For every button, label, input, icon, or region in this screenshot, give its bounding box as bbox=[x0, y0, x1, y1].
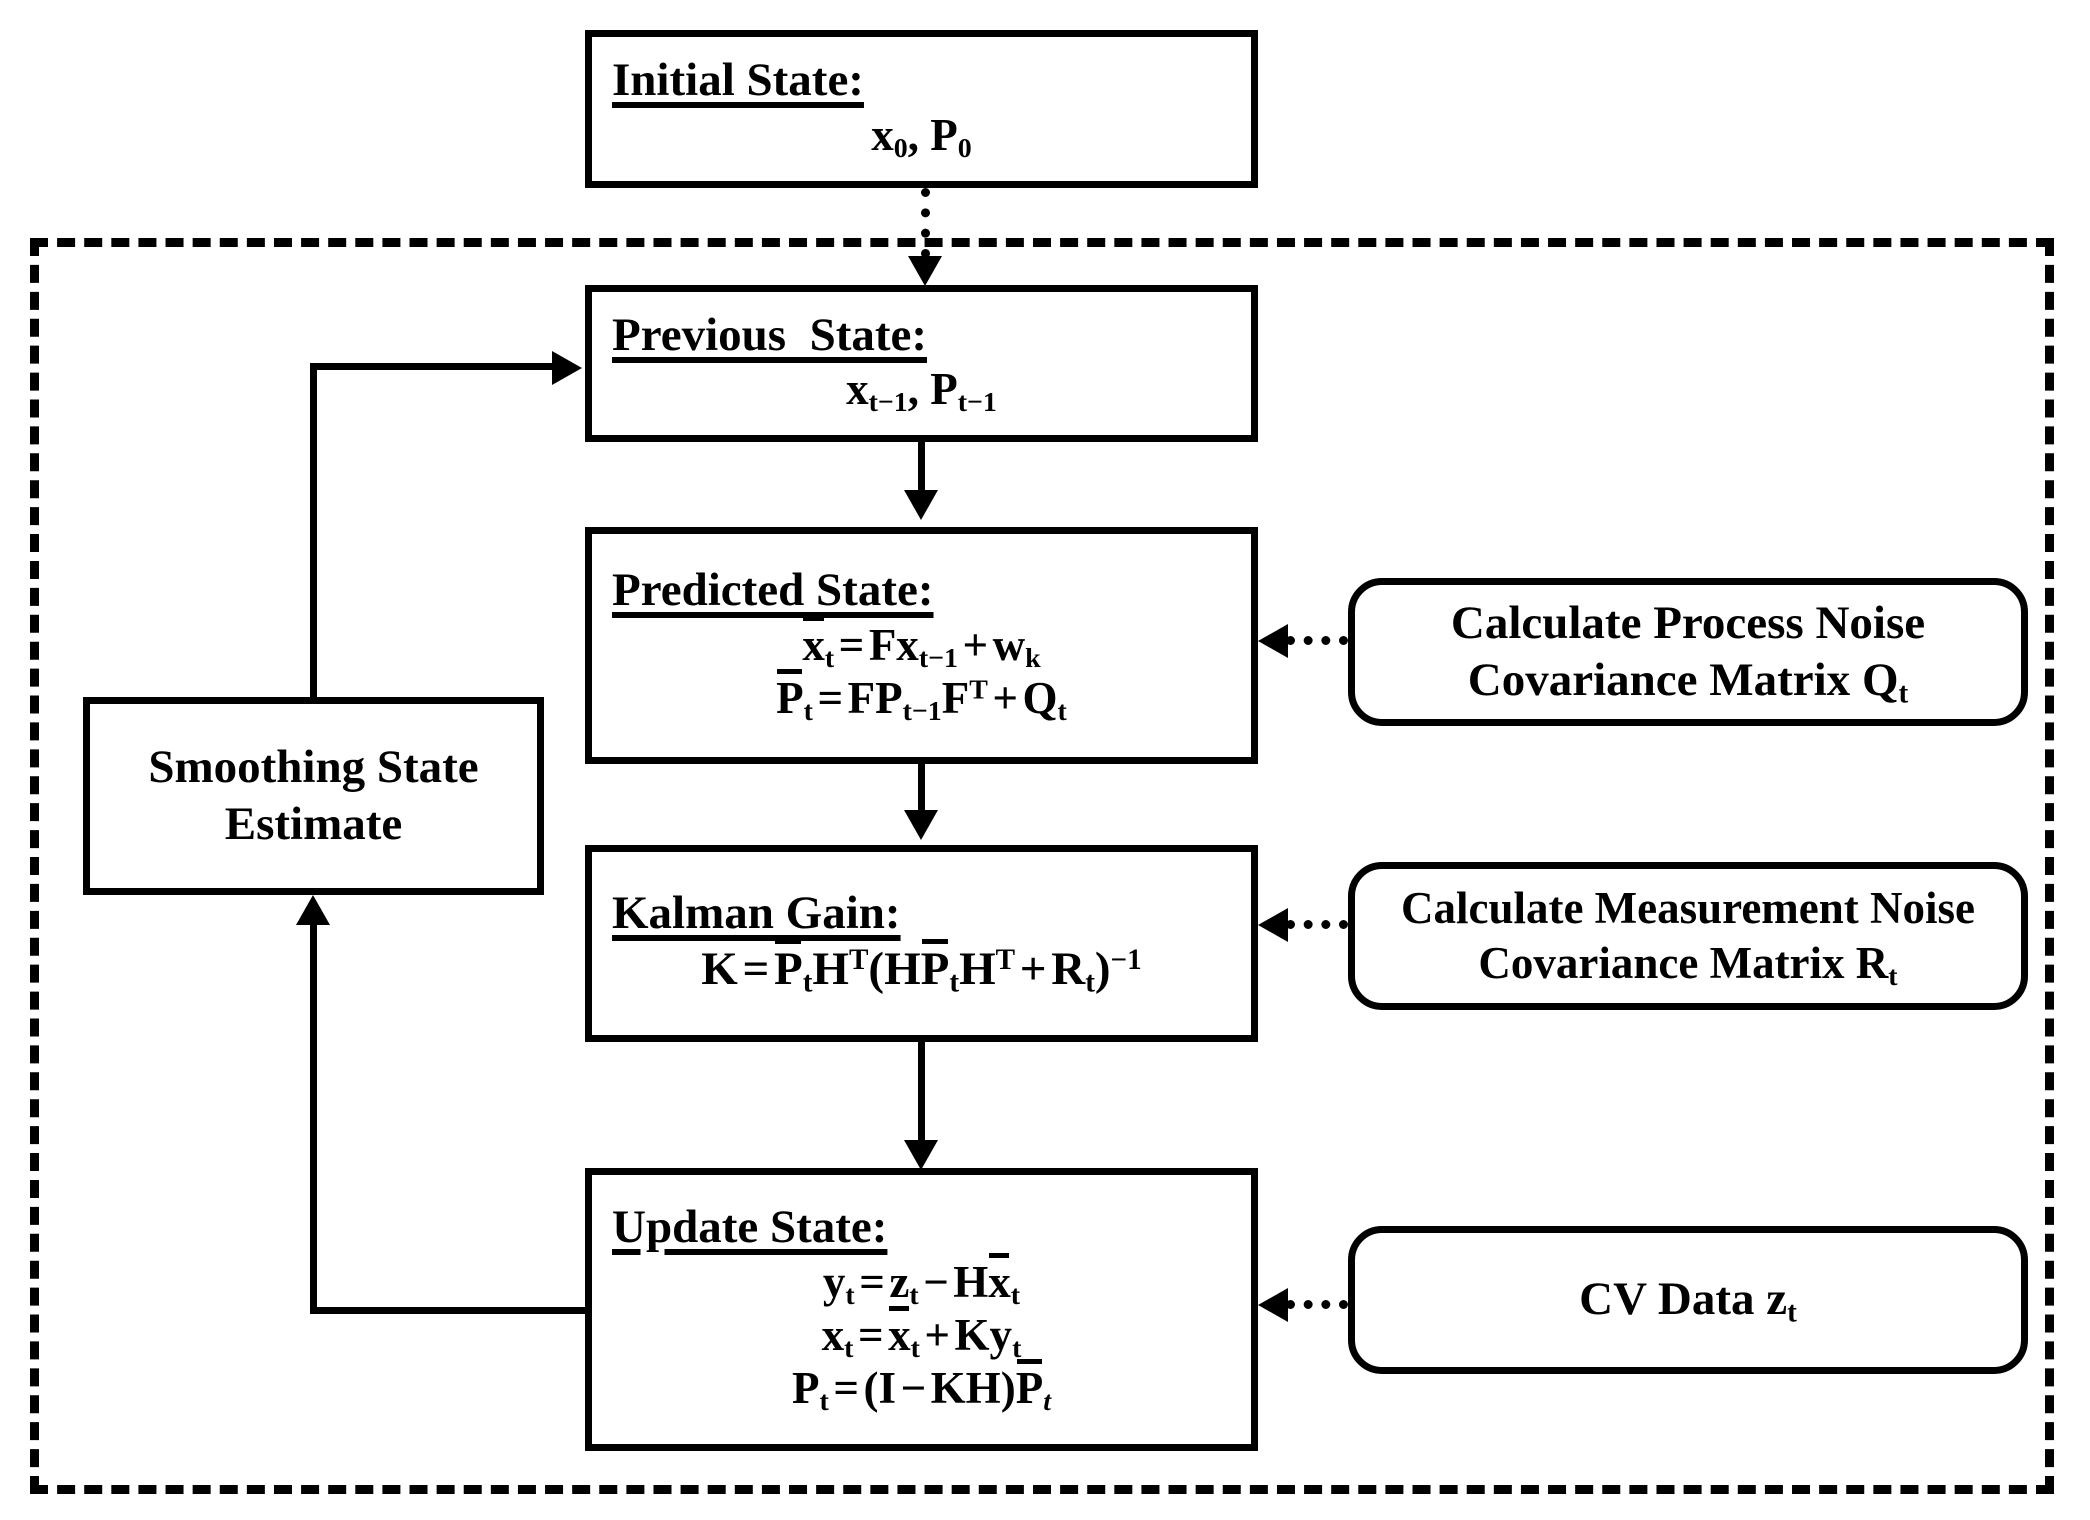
arrowhead-measurement-noise-to-kalman bbox=[1258, 908, 1288, 942]
smoothing-state-line-2: Estimate bbox=[224, 798, 403, 850]
arrowhead-update-to-smoothing bbox=[296, 895, 330, 925]
predicted-state-equation-1: xt=Fxt−1+wk bbox=[802, 615, 1041, 674]
predicted-state-equation-2: Pt=FPt−1FT+Qt bbox=[776, 668, 1067, 727]
initial-state-equation: x0, P0 bbox=[871, 109, 972, 164]
connector-measurement-noise-to-kalman bbox=[1286, 920, 1348, 929]
update-state-equation-2: xt=xt+Kyt bbox=[821, 1306, 1022, 1365]
arrowhead-previous-to-predicted bbox=[904, 490, 938, 520]
process-noise-line-1: Calculate Process Noise bbox=[1450, 596, 1926, 649]
arrowhead-cv-data-to-update bbox=[1258, 1288, 1288, 1322]
kalman-gain-equations: K=PtHT(HPtHT+Rt)−1 bbox=[592, 938, 1251, 997]
previous-state-heading: Previous State: bbox=[612, 308, 928, 361]
process-noise-line-2: Covariance Matrix Qt bbox=[1467, 654, 1909, 710]
update-state-equation-3: Pt=(I−KH)Pt bbox=[792, 1359, 1051, 1418]
node-kalman-gain[interactable]: Kalman Gain: K=PtHT(HPtHT+Rt)−1 bbox=[585, 845, 1258, 1042]
connector-update-to-smoothing-horizontal bbox=[310, 1307, 588, 1314]
kalman-gain-equation-1: K=PtHT(HPtHT+Rt)−1 bbox=[701, 938, 1142, 999]
arrowhead-initial-to-previous bbox=[908, 256, 942, 286]
previous-state-equation: xt−1, Pt−1 bbox=[846, 364, 997, 419]
node-initial-state[interactable]: Initial State: x0, P0 bbox=[585, 30, 1258, 188]
connector-cv-data-to-update bbox=[1286, 1300, 1348, 1309]
initial-state-heading: Initial State: bbox=[612, 54, 864, 107]
node-cv-data[interactable]: CV Data zt bbox=[1348, 1226, 2028, 1374]
connector-previous-to-predicted bbox=[918, 442, 925, 492]
arrowhead-kalman-to-update bbox=[904, 1140, 938, 1170]
node-predicted-state[interactable]: Predicted State: xt=Fxt−1+wk Pt=FPt−1FT+… bbox=[585, 527, 1258, 764]
node-update-state[interactable]: Update State: yt=zt−Hxt xt=xt+Kyt Pt=(I−… bbox=[585, 1168, 1258, 1451]
predicted-state-equations: xt=Fxt−1+wk Pt=FPt−1FT+Qt bbox=[592, 615, 1251, 725]
update-state-equation-1: yt=zt−Hxt bbox=[822, 1253, 1021, 1312]
node-process-noise[interactable]: Calculate Process Noise Covariance Matri… bbox=[1348, 578, 2028, 726]
smoothing-state-line-1: Smoothing State bbox=[148, 740, 479, 793]
connector-update-to-smoothing-vertical bbox=[310, 925, 317, 1310]
measurement-noise-line-1: Calculate Measurement Noise bbox=[1400, 883, 1976, 934]
cv-data-line-1: CV Data zt bbox=[1579, 1273, 1797, 1329]
node-measurement-noise[interactable]: Calculate Measurement Noise Covariance M… bbox=[1348, 862, 2028, 1010]
connector-smoothing-to-previous-vertical bbox=[310, 363, 317, 700]
connector-predicted-to-kalman bbox=[918, 764, 925, 812]
update-state-heading: Update State: bbox=[612, 1201, 888, 1254]
arrowhead-predicted-to-kalman bbox=[904, 810, 938, 840]
node-previous-state[interactable]: Previous State: xt−1, Pt−1 bbox=[585, 285, 1258, 442]
connector-smoothing-to-previous-horizontal bbox=[310, 363, 553, 370]
predicted-state-heading: Predicted State: bbox=[612, 563, 934, 616]
connector-process-noise-to-predicted bbox=[1286, 636, 1348, 645]
recursive-loop-boundary bbox=[30, 238, 2054, 1494]
connector-kalman-to-update bbox=[918, 1042, 925, 1142]
arrowhead-smoothing-to-previous bbox=[552, 351, 582, 385]
update-state-equations: yt=zt−Hxt xt=xt+Kyt Pt=(I−KH)Pt bbox=[592, 1252, 1251, 1418]
kalman-gain-heading: Kalman Gain: bbox=[612, 887, 901, 940]
arrowhead-process-noise-to-predicted bbox=[1258, 624, 1288, 658]
node-smoothing-state-estimate[interactable]: Smoothing State Estimate bbox=[83, 697, 544, 895]
connector-initial-to-previous bbox=[921, 188, 930, 258]
measurement-noise-line-2: Covariance Matrix Rt bbox=[1478, 938, 1898, 992]
